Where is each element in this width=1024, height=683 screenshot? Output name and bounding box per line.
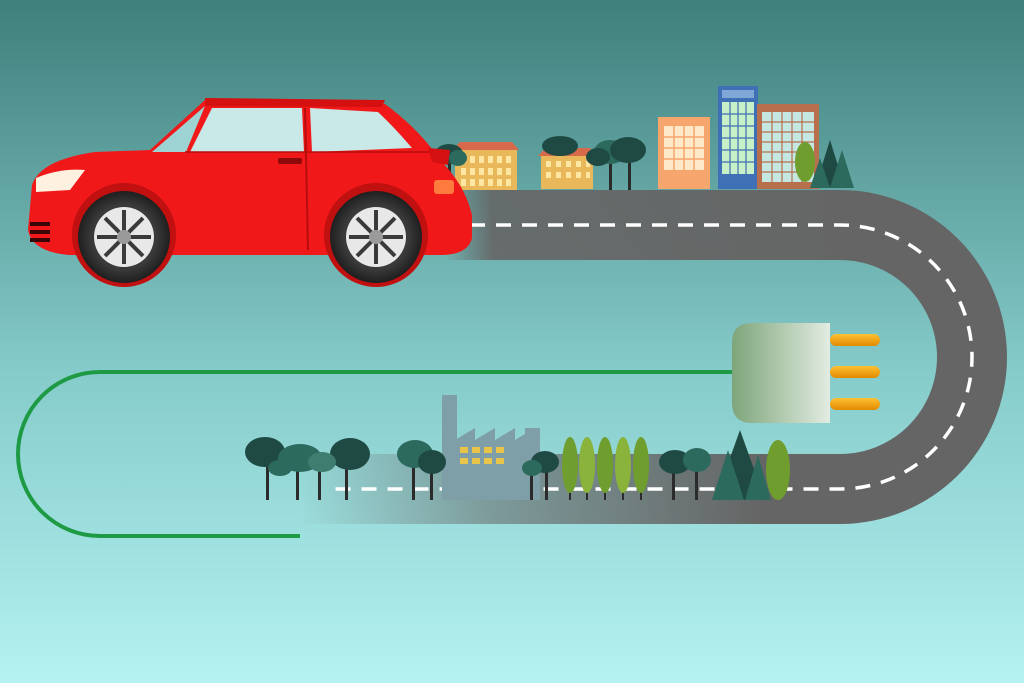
tree-cluster-left <box>245 437 370 500</box>
pine-cluster-city <box>795 140 854 188</box>
car <box>28 98 472 287</box>
car-door-handle <box>278 158 302 164</box>
lane-marking <box>330 223 974 491</box>
building-orange <box>658 117 710 189</box>
charging-cable <box>16 370 740 538</box>
car-window-rear <box>310 108 412 152</box>
car-tail-light <box>434 180 454 194</box>
plug-prongs <box>830 334 880 410</box>
car-grille <box>30 222 50 242</box>
building-small-1 <box>452 142 519 190</box>
tree-cluster-poplar <box>562 437 649 500</box>
tree-cluster-right <box>659 430 790 500</box>
car-mirror <box>428 148 450 165</box>
building-blue <box>718 86 758 189</box>
car-window-front <box>190 108 304 152</box>
car-headlight <box>36 169 85 192</box>
building-small-2 <box>538 148 596 189</box>
car-wheel-front <box>78 191 170 283</box>
car-windshield <box>152 106 205 152</box>
car-wheel-rear <box>330 191 422 283</box>
tree-cluster-factory <box>397 440 559 500</box>
city <box>435 86 854 190</box>
forest <box>245 395 790 500</box>
power-plug <box>732 323 880 423</box>
